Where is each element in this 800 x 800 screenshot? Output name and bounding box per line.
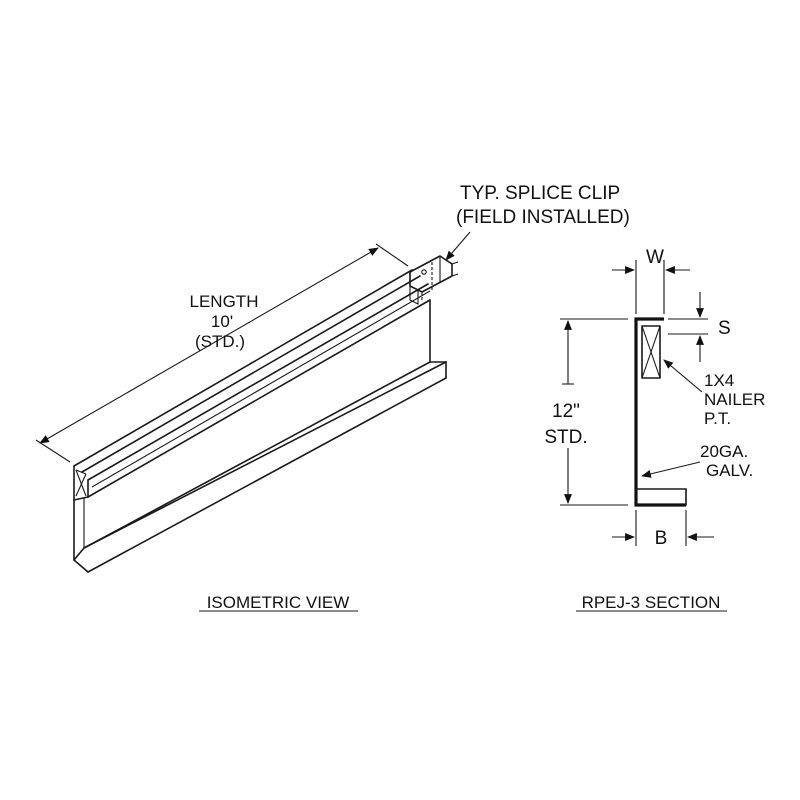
width-dimension [612,260,690,314]
nailer-box [641,325,661,379]
length-label-line-1: LENGTH [190,292,259,311]
base-dimension [612,510,714,546]
nailer-leader [663,359,703,393]
vertical-web [73,299,431,561]
splice-label-line-2: (FIELD INSTALLED) [456,207,630,228]
bottom-flange [73,361,447,573]
section-title: RPEJ-3 SECTION [582,593,721,612]
length-dimension [35,243,409,463]
height-label-line-1: 12" [552,401,580,422]
nailer-label-line-3: P.T. [704,409,731,428]
height-dimension [560,318,628,506]
gauge-label-line-1: 20GA. [700,442,748,461]
section-view: W S 12" STD. B 1X4 NAILER [544,247,765,612]
gauge-leader [641,461,701,478]
splice-leader [445,231,471,261]
length-label-line-2: 10' [211,312,233,331]
length-label-line-3: (STD.) [195,332,245,351]
section-profile [634,317,686,507]
splice-clip-icon [409,255,459,305]
height-label-line-2: STD. [544,427,587,448]
isometric-view: LENGTH 10' (STD.) TYP. SPLICE CLIP (FIEL… [35,183,630,612]
nailer-label-line-2: NAILER [704,390,765,409]
setback-label: S [718,318,731,339]
isometric-title: ISOMETRIC VIEW [207,593,350,612]
nailer-label-line-1: 1X4 [704,371,734,390]
splice-label-line-1: TYP. SPLICE CLIP [460,183,620,204]
base-label: B [655,528,668,549]
setback-dimension [668,292,708,362]
width-label: W [646,247,664,268]
gauge-label-line-2: GALV. [706,461,753,480]
